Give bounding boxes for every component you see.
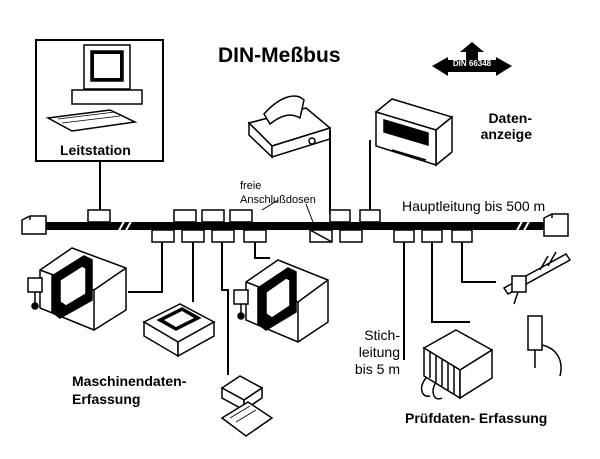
freie-anschlussdosen-label: freie Anschlußdosen <box>240 180 316 206</box>
terminator-icon <box>543 213 569 237</box>
caliper-icon <box>502 251 572 305</box>
display-unit-icon <box>374 98 454 167</box>
main-bus-line <box>44 222 544 230</box>
cnc-machine-icon <box>233 259 329 343</box>
keypad-terminal-icon <box>142 303 216 358</box>
freie-dosen-pointer <box>261 199 279 211</box>
leitstation-label: Leitstation <box>60 142 131 158</box>
page-title: DIN-Meßbus <box>218 44 341 67</box>
din-norm-label: DIN 66348 <box>452 59 492 68</box>
connector-boxes-bottom <box>151 229 473 243</box>
hauptleitung-label: Hauptleitung bis 500 m <box>402 198 546 214</box>
instrument-rack-icon <box>420 329 494 400</box>
probe-icon <box>527 315 562 377</box>
pruefdaten-label: Prüfdaten- Erfassung <box>405 410 548 426</box>
terminator-icon <box>21 215 47 235</box>
printer-icon <box>247 95 332 159</box>
computer-icon <box>45 44 143 132</box>
stichleitung-label: Stich- leitung bis 5 m <box>354 327 400 377</box>
stub-lines <box>128 242 496 375</box>
cnc-machine-icon <box>27 247 127 331</box>
datenanzeige-label: Daten- anzeige <box>480 110 532 143</box>
connector-boxes-top <box>87 209 381 223</box>
data-logger-icon <box>220 375 274 437</box>
freie-dosen-pointer-2 <box>305 203 317 231</box>
arrow-sign-icon <box>432 42 512 76</box>
maschinendaten-label: Maschinendaten- Erfassung <box>72 373 187 408</box>
